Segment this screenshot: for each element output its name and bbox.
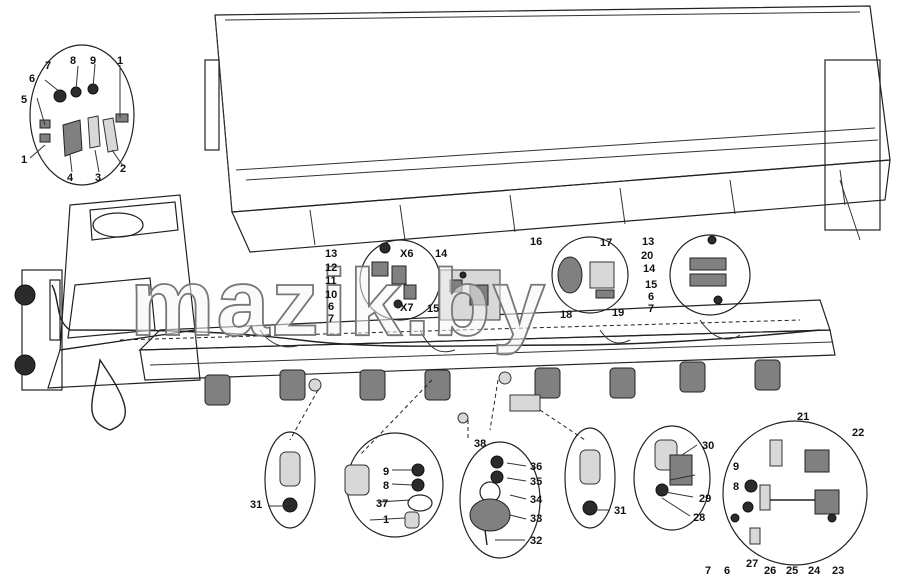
callout-label: 15	[427, 303, 439, 315]
callout-label: 6	[724, 565, 730, 577]
callout-label: 14	[435, 248, 448, 260]
callout-label: 12	[325, 262, 337, 274]
callout-label: 35	[530, 476, 542, 488]
callout-label: 38	[474, 438, 486, 450]
callout-label: 3	[95, 172, 101, 184]
callout-label: 8	[70, 55, 76, 67]
callout-label: 1	[21, 154, 27, 166]
bottom-detail-28-30	[633, 425, 711, 531]
callout-label: 9	[383, 466, 389, 478]
callout-labels: 1 1 2 3 4 5 6 7 8 9 13 12 11 10 6 7 X6 X…	[21, 55, 864, 577]
leader-lines	[29, 63, 698, 541]
callout-label: 29	[699, 493, 711, 505]
callout-label: 11	[325, 275, 337, 287]
callout-label: X7	[400, 302, 413, 314]
callout-label: 28	[693, 512, 705, 524]
callout-label: 2	[120, 163, 126, 175]
callout-label: 8	[383, 480, 389, 492]
callout-label: 6	[328, 301, 334, 313]
callout-label: 9	[90, 55, 96, 67]
callout-label: 16	[530, 236, 542, 248]
callout-label: 32	[530, 535, 542, 547]
callout-label: 25	[786, 565, 798, 577]
mirror-lamp-detail	[29, 44, 135, 186]
bottom-detail-37	[344, 379, 444, 538]
callout-label: 13	[642, 236, 654, 248]
callout-label: 7	[705, 565, 711, 577]
callout-label: 18	[560, 309, 572, 321]
callout-label: 24	[808, 565, 821, 577]
side-lamps	[204, 359, 781, 424]
chassis-frame	[119, 299, 836, 381]
central-module	[439, 269, 501, 321]
callout-label: 1	[117, 55, 123, 67]
callout-label: 5	[21, 94, 27, 106]
callout-label: 1	[383, 514, 389, 526]
callout-label: 33	[530, 513, 542, 525]
callout-label: 13	[325, 248, 337, 260]
detail-circle-upper-right	[669, 234, 751, 316]
watermark-text: mazik.by	[130, 250, 547, 356]
callout-label: 7	[648, 303, 654, 315]
callout-label: 34	[530, 494, 543, 506]
cargo-body	[204, 5, 891, 253]
callout-label: 31	[250, 499, 262, 511]
callout-label: 9	[733, 461, 739, 473]
callout-label: 20	[641, 250, 653, 262]
callout-label: 10	[325, 289, 337, 301]
bottom-detail-33	[459, 379, 541, 559]
callout-label: 6	[29, 73, 35, 85]
callout-label: 21	[797, 411, 809, 423]
callout-label: 36	[530, 461, 542, 473]
callout-label: X6	[400, 248, 413, 260]
callout-label: 23	[832, 565, 844, 577]
bottom-detail-31-right	[539, 409, 616, 529]
callout-label: 6	[648, 291, 654, 303]
callout-label: 37	[376, 498, 388, 510]
detail-circle-upper-mid	[551, 236, 629, 314]
callout-label: 27	[746, 558, 758, 570]
callout-label: 15	[645, 279, 657, 291]
bottom-detail-31-left	[264, 389, 319, 529]
callout-label: 7	[45, 60, 51, 72]
callout-label: 22	[852, 427, 864, 439]
callout-label: 7	[328, 313, 334, 325]
callout-label: 8	[733, 481, 739, 493]
truck-cab	[14, 194, 201, 431]
callout-label: 14	[643, 263, 656, 275]
bottom-detail-21-27	[722, 420, 868, 566]
wiring-harness	[51, 284, 821, 353]
callout-label: 19	[612, 307, 624, 319]
callout-label: 31	[614, 505, 626, 517]
detail-circle-upper-left	[359, 239, 441, 321]
callout-label: 26	[764, 565, 776, 577]
callout-label: 30	[702, 440, 714, 452]
callout-label: 17	[600, 237, 612, 249]
callout-label: 4	[67, 172, 74, 184]
